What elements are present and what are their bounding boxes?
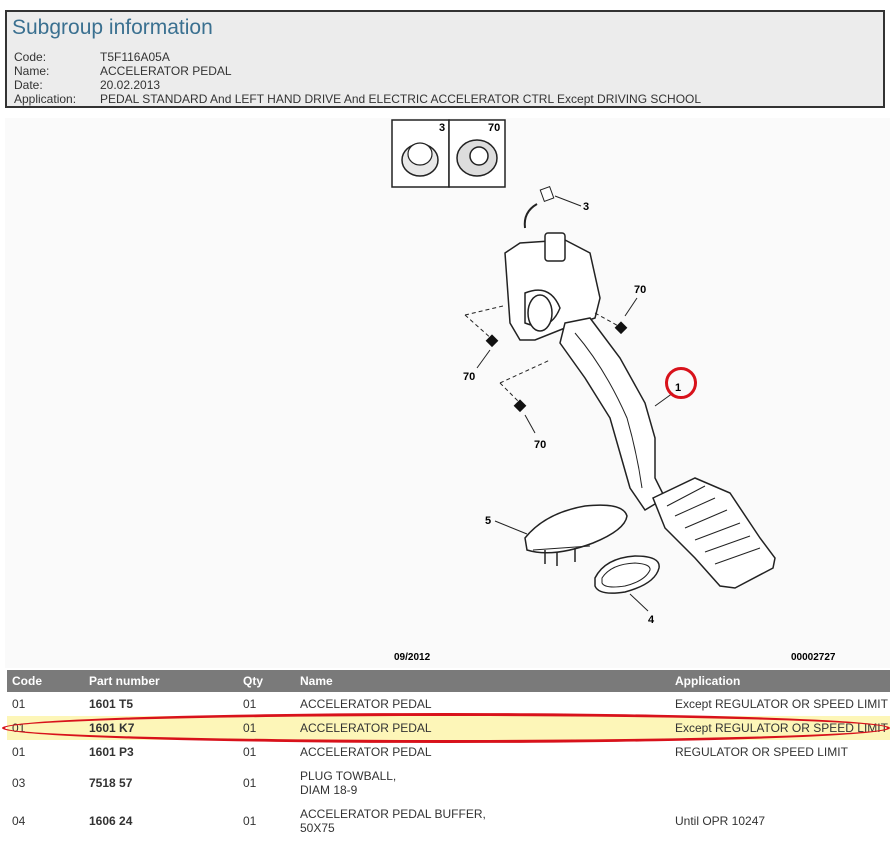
subgroup-fields: Code: T5F116A05A Name: ACCELERATOR PEDAL… <box>14 50 874 106</box>
cell-application: Except REGULATOR OR SPEED LIMIT <box>675 697 888 711</box>
table-row[interactable]: 04 1606 24 01 ACCELERATOR PEDAL BUFFER, … <box>7 802 890 840</box>
cell-qty: 01 <box>243 814 257 828</box>
diagram-date: 09/2012 <box>394 652 431 663</box>
field-date: Date: 20.02.2013 <box>14 78 874 92</box>
cell-name: PLUG TOWBALL, DIAM 18-9 <box>295 764 670 802</box>
col-part-number[interactable]: Part number <box>84 670 238 692</box>
field-label: Name: <box>14 64 50 78</box>
field-label: Application: <box>14 92 77 106</box>
callout-70: 70 <box>634 284 646 296</box>
callout-70: 70 <box>534 439 546 451</box>
parts-table: Code Part number Qty Name Application 01… <box>7 670 890 840</box>
cell-name: ACCELERATOR PEDAL <box>295 716 670 740</box>
col-name[interactable]: Name <box>295 670 670 692</box>
diagram-reference: 00002727 <box>791 652 836 663</box>
cell-qty: 01 <box>238 716 295 740</box>
cell-code: 01 <box>7 716 84 740</box>
field-value: PEDAL STANDARD And LEFT HAND DRIVE And E… <box>100 92 702 106</box>
cell-part-number[interactable]: 1601 K7 <box>84 716 238 740</box>
cell-qty: 01 <box>243 745 257 759</box>
callout-70: 70 <box>463 371 475 383</box>
part-5-buffer: 5 <box>485 504 628 566</box>
name-line: 50X75 <box>300 821 335 835</box>
callout-5: 5 <box>485 515 491 527</box>
name-line: ACCELERATOR PEDAL <box>300 745 432 759</box>
cell-code: 01 <box>12 745 26 759</box>
callout-1-group: 1 <box>654 382 681 407</box>
name-line: ACCELERATOR PEDAL BUFFER, <box>300 807 486 821</box>
field-label: Code: <box>14 50 47 64</box>
pedal-assembly <box>504 232 776 589</box>
thumbnail-part-70[interactable]: 70 <box>448 119 506 188</box>
name-line: ACCELERATOR PEDAL <box>300 721 432 735</box>
fastener-70-bottom: 70 <box>499 359 551 451</box>
cell-code: 01 <box>12 697 26 711</box>
callout-1: 1 <box>675 382 681 394</box>
cell-application: Until OPR 10247 <box>675 814 766 828</box>
subgroup-info-panel: Subgroup information Code: T5F116A05A Na… <box>5 10 885 108</box>
col-qty[interactable]: Qty <box>238 670 295 692</box>
diagram-svg: 3 70 3 <box>391 119 836 663</box>
cell-qty: 01 <box>243 776 257 790</box>
cell-name: ACCELERATOR PEDAL <box>295 692 670 716</box>
cell-name: ACCELERATOR PEDAL <box>295 740 670 764</box>
field-label: Date: <box>14 78 43 92</box>
fastener-70-right: 70 <box>594 284 646 335</box>
field-value: ACCELERATOR PEDAL <box>100 64 232 78</box>
cell-qty: 01 <box>243 697 257 711</box>
part-4-buffer: 4 <box>594 555 660 626</box>
table-row[interactable]: 01 1601 T5 01 ACCELERATOR PEDAL Except R… <box>7 692 890 716</box>
cell-part-number[interactable]: 1601 T5 <box>89 697 134 711</box>
name-line: PLUG TOWBALL, <box>300 769 397 783</box>
cell-name: ACCELERATOR PEDAL BUFFER, 50X75 <box>295 802 670 840</box>
callout-3: 3 <box>583 201 589 213</box>
part-3-plug: 3 <box>523 186 589 229</box>
field-value: 20.02.2013 <box>100 78 161 92</box>
col-application[interactable]: Application <box>670 670 890 692</box>
cell-application: Except REGULATOR OR SPEED LIMIT <box>670 716 890 740</box>
col-code[interactable]: Code <box>7 670 84 692</box>
fastener-70-left: 70 <box>463 305 504 383</box>
field-code: Code: T5F116A05A <box>14 50 874 64</box>
cell-part-number[interactable]: 1601 P3 <box>89 745 134 759</box>
field-application: Application: PEDAL STANDARD And LEFT HAN… <box>14 92 874 106</box>
cell-code: 03 <box>12 776 26 790</box>
table-row[interactable]: 03 7518 57 01 PLUG TOWBALL, DIAM 18-9 <box>7 764 890 802</box>
cell-part-number[interactable]: 1606 24 <box>89 814 133 828</box>
table-row-selected[interactable]: 01 1601 K7 01 ACCELERATOR PEDAL Except R… <box>7 716 890 740</box>
callout-4: 4 <box>648 614 655 626</box>
thumbnail-part-3[interactable]: 3 <box>391 119 450 188</box>
table-row[interactable]: 01 1601 P3 01 ACCELERATOR PEDAL REGULATO… <box>7 740 890 764</box>
field-name: Name: ACCELERATOR PEDAL <box>14 64 874 78</box>
parts-diagram: 3 70 3 <box>5 118 890 668</box>
cell-application <box>670 764 890 802</box>
thumb-label: 3 <box>439 122 445 134</box>
name-line: DIAM 18-9 <box>300 783 358 797</box>
thumb-label: 70 <box>488 122 500 134</box>
cell-code: 04 <box>12 814 26 828</box>
cell-part-number[interactable]: 7518 57 <box>89 776 133 790</box>
cell-application: REGULATOR OR SPEED LIMIT <box>675 745 848 759</box>
table-header: Code Part number Qty Name Application <box>7 670 890 692</box>
subgroup-title: Subgroup information <box>12 16 213 39</box>
field-value: T5F116A05A <box>100 50 170 64</box>
name-line: ACCELERATOR PEDAL <box>300 697 432 711</box>
